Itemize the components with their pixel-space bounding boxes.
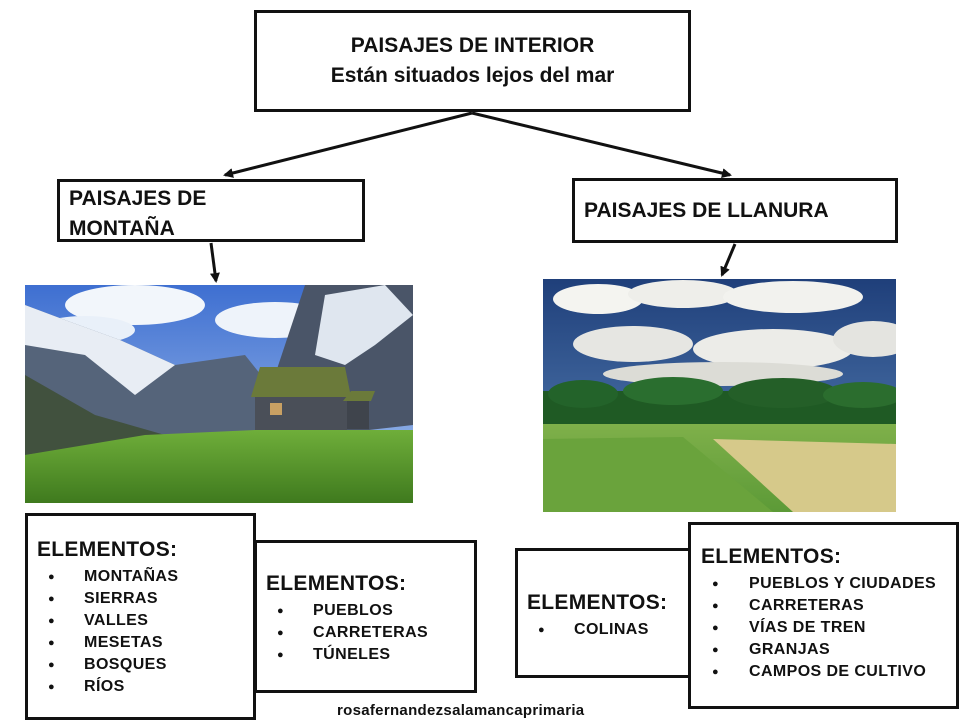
llanura-human-elements-box: ELEMENTOS: PUEBLOS Y CIUDADES CARRETERAS… [688,522,959,709]
list-item: GRANJAS [701,639,956,661]
montana-human-elements-box: ELEMENTOS: PUEBLOS CARRETERAS TÚNELES [254,540,477,693]
arrow-to-llanura [471,111,732,178]
montana-natural-elements-box: ELEMENTOS: MONTAÑAS SIERRAS VALLES MESET… [25,513,256,720]
list-item: VALLES [37,610,253,632]
root-concept-box: PAISAJES DE INTERIOR Están situados lejo… [254,10,691,112]
list-item: SIERRAS [37,588,253,610]
arrow-to-montana [223,111,473,178]
list-item: CARRETERAS [701,595,956,617]
montana-human-list: PUEBLOS CARRETERAS TÚNELES [266,600,474,666]
list-item: VÍAS DE TREN [701,617,956,639]
list-item: PUEBLOS [266,600,474,622]
montana-title-line1: PAISAJES DE [69,187,207,210]
montana-human-heading: ELEMENTOS: [266,572,407,595]
montana-natural-heading: ELEMENTOS: [37,538,178,561]
llanura-human-heading: ELEMENTOS: [701,545,842,568]
montana-category-box: PAISAJES DE MONTAÑA [57,179,365,242]
list-item: COLINAS [527,619,690,641]
author-credit: rosafernandezsalamancaprimaria [337,702,585,719]
llanura-natural-list: COLINAS [527,619,690,641]
list-item: PUEBLOS Y CIUDADES [701,573,956,595]
llanura-category-box: PAISAJES DE LLANURA [572,178,898,243]
llanura-natural-heading: ELEMENTOS: [527,591,668,614]
list-item: TÚNELES [266,644,474,666]
root-subtitle: Están situados lejos del mar [330,64,615,87]
list-item: BOSQUES [37,654,253,676]
montana-natural-list: MONTAÑAS SIERRAS VALLES MESETAS BOSQUES … [37,566,253,698]
arrow-to-mountain-photo [209,242,220,283]
list-item: RÍOS [37,676,253,698]
mountain-cabin-photo [25,285,413,503]
plain-fields-photo [543,279,896,512]
root-title: PAISAJES DE INTERIOR [350,34,595,57]
list-item: CAMPOS DE CULTIVO [701,661,956,683]
list-item: CARRETERAS [266,622,474,644]
list-item: MONTAÑAS [37,566,253,588]
llanura-human-list: PUEBLOS Y CIUDADES CARRETERAS VÍAS DE TR… [701,573,956,683]
llanura-title: PAISAJES DE LLANURA [584,198,829,222]
arrow-to-plain-photo [720,243,737,277]
llanura-natural-elements-box: ELEMENTOS: COLINAS [515,548,693,678]
list-item: MESETAS [37,632,253,654]
montana-title-line2: MONTAÑA [69,217,175,240]
